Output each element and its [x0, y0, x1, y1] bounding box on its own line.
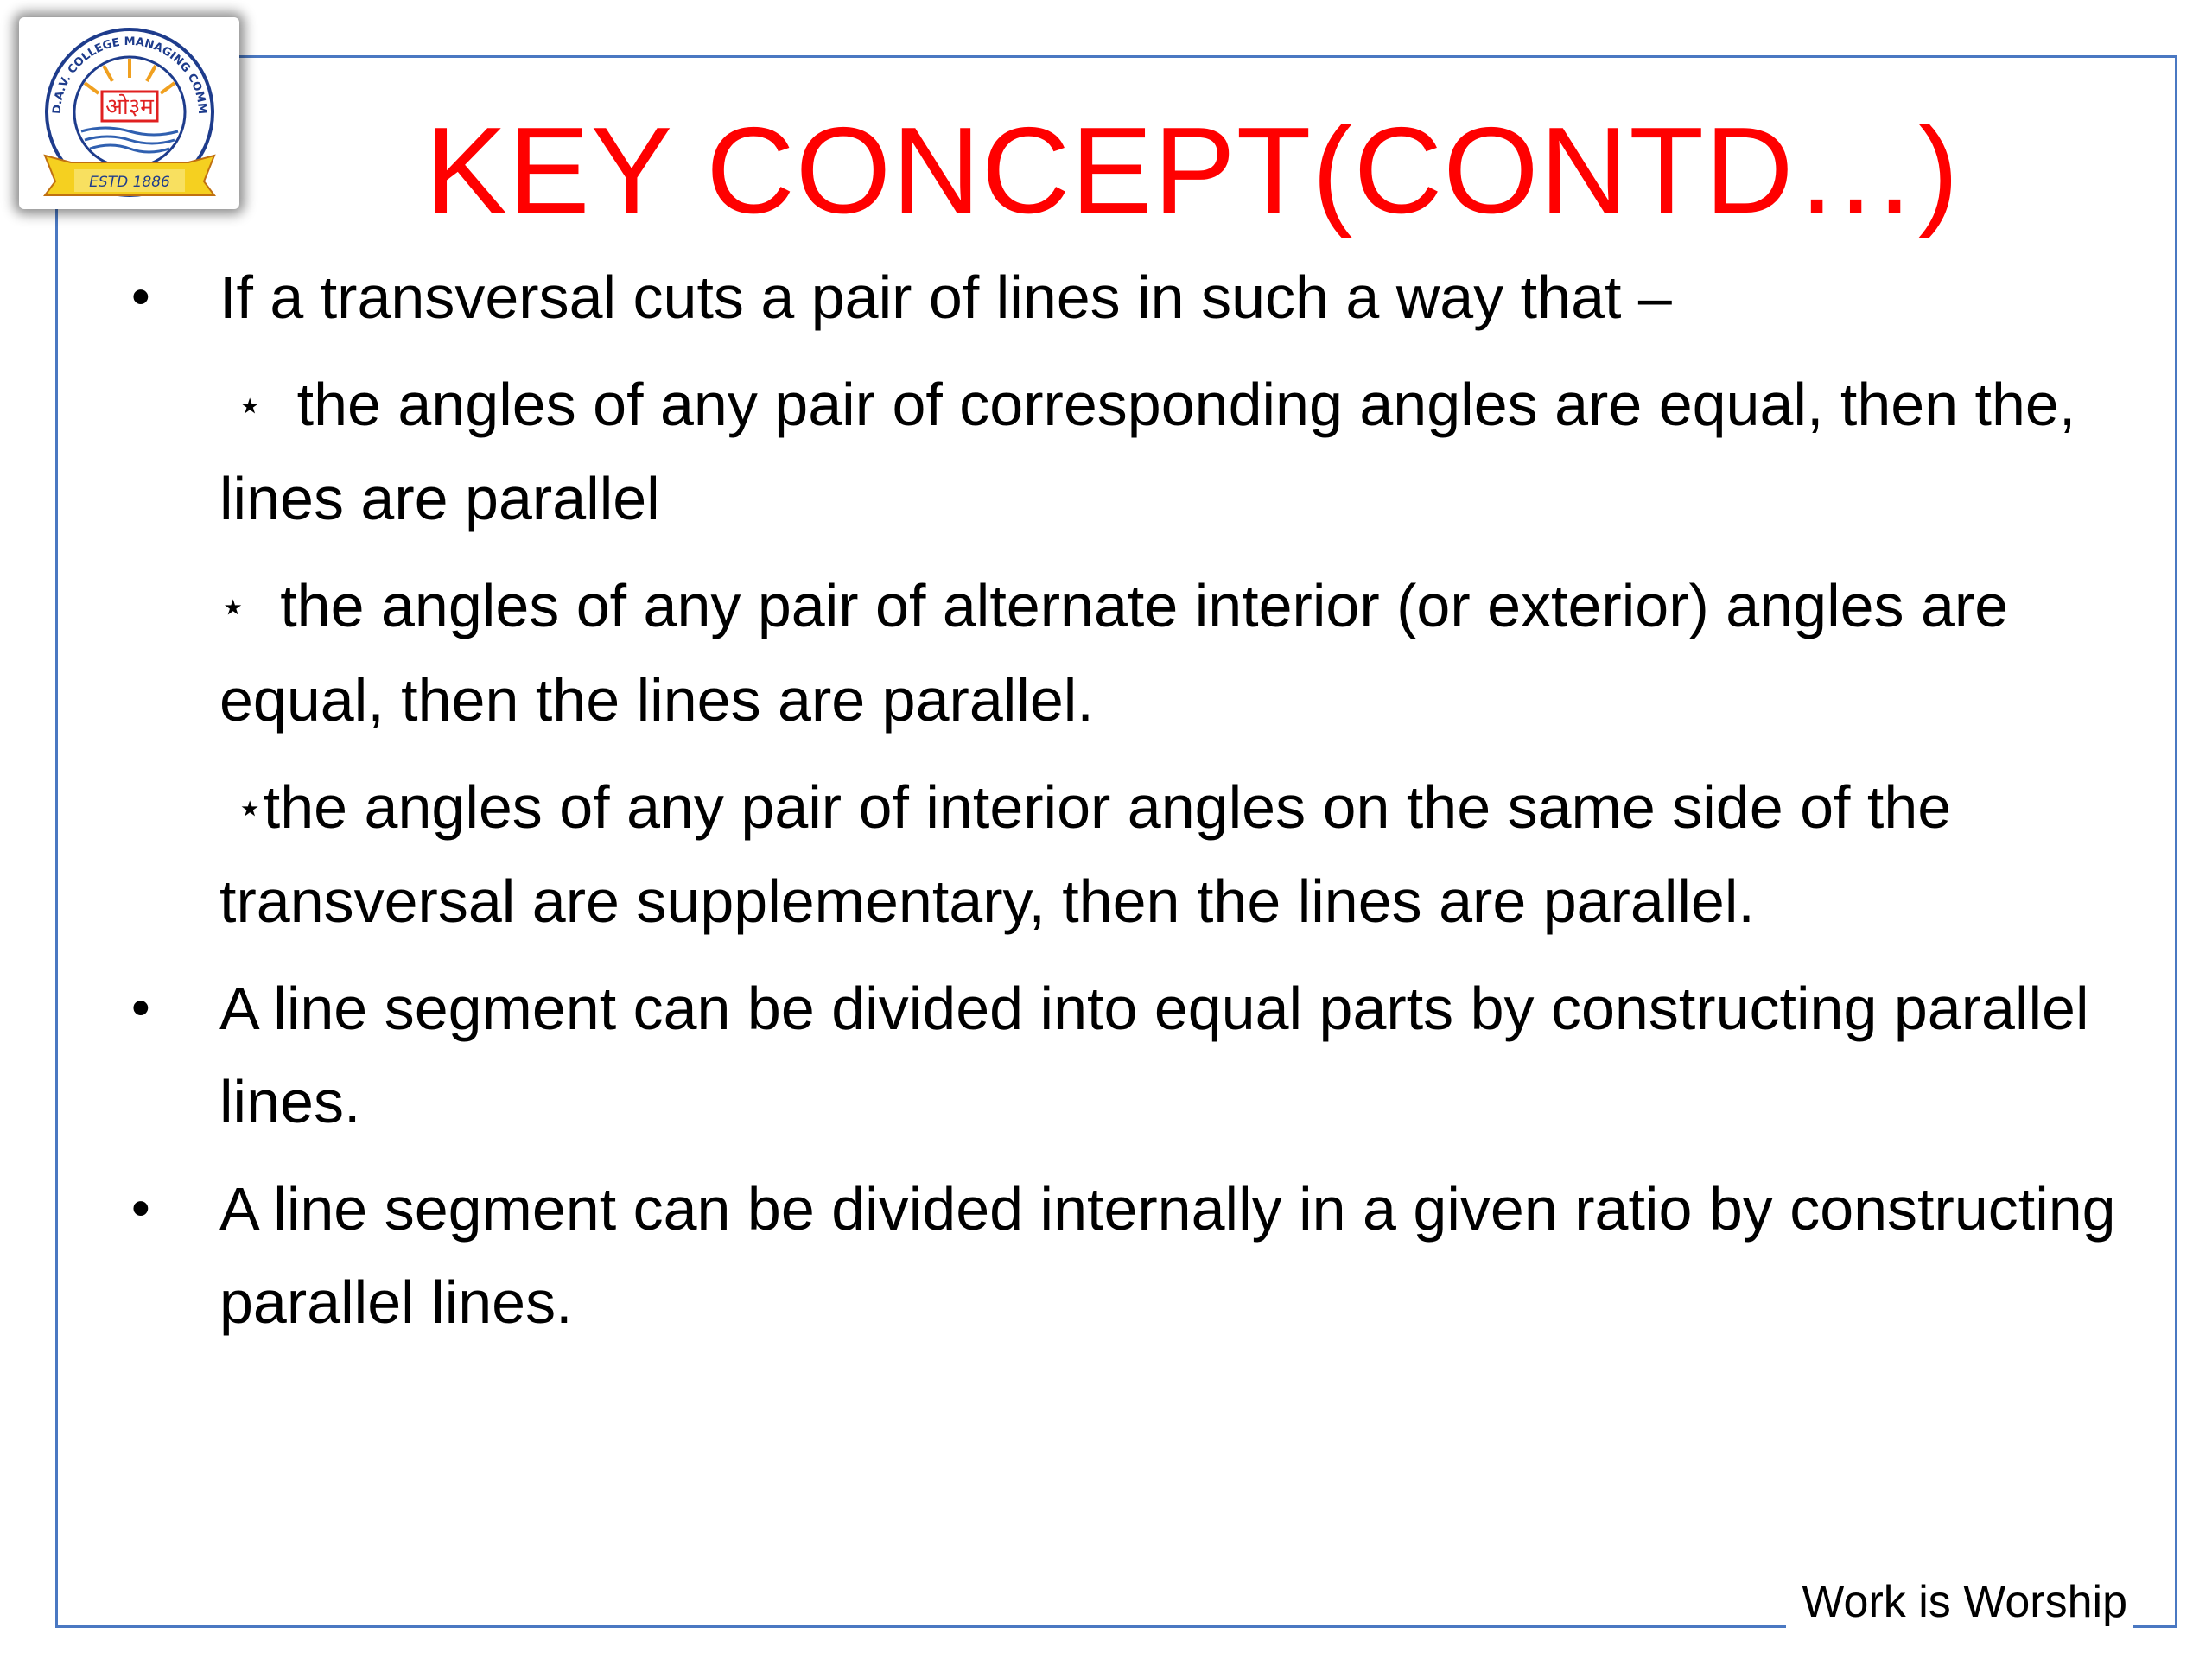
logo-om-text: ओ३म — [105, 93, 154, 120]
slide-title: KEY CONCEPT(CONTD…) — [425, 102, 1960, 239]
slide-frame — [55, 55, 2177, 1628]
sub-item-text: the angles of any pair of alternate inte… — [219, 572, 2009, 734]
dav-logo: ओ३म D.A.V. COLLEGE MANAGING COMMITTEE ES… — [19, 17, 239, 209]
sub-item: ⋆ the angles of any pair of alternate in… — [130, 559, 2117, 747]
star-icon: ⋆ — [236, 784, 264, 832]
bullet-marker: • — [131, 1179, 150, 1238]
slide-content: • If a transversal cuts a pair of lines … — [130, 251, 2117, 1349]
bullet-text: A line segment can be divided internally… — [219, 1175, 2116, 1336]
bullet-item: • A line segment can be divided internal… — [130, 1162, 2117, 1349]
sub-item: ⋆ the angles of any pair of correspondin… — [130, 358, 2117, 545]
sub-item-text: the angles of any pair of corresponding … — [219, 371, 2076, 532]
sub-item: ⋆the angles of any pair of interior angl… — [130, 760, 2117, 948]
bullet-item: • A line segment can be divided into equ… — [130, 962, 2117, 1148]
star-icon: ⋆ — [236, 381, 264, 429]
bullet-marker: • — [131, 267, 150, 327]
bullet-item: • If a transversal cuts a pair of lines … — [130, 251, 2117, 344]
footer-motto: Work is Worship — [1786, 1576, 2133, 1628]
bullet-text: If a transversal cuts a pair of lines in… — [219, 264, 1672, 331]
logo-estd-text: ESTD 1886 — [89, 174, 170, 191]
star-icon: ⋆ — [219, 582, 247, 631]
sub-item-text: the angles of any pair of interior angle… — [219, 773, 1952, 935]
bullet-text: A line segment can be divided into equal… — [219, 975, 2089, 1135]
bullet-marker: • — [131, 978, 150, 1038]
